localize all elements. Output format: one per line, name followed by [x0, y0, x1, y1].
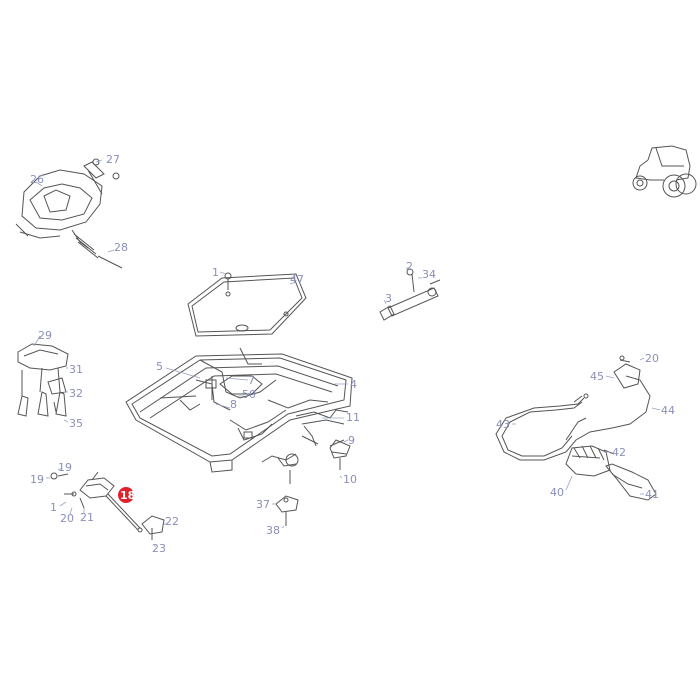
part-29-assembly: [17, 343, 69, 417]
callout-20-right: 20: [645, 352, 659, 365]
callout-19-top: 19: [58, 461, 72, 474]
callout-27: 27: [106, 153, 120, 166]
callout-19-left: 19: [30, 473, 44, 486]
callout-23: 23: [152, 542, 166, 555]
callout-10: 10: [343, 473, 357, 486]
callout-2: 2: [406, 260, 413, 273]
callout-18: 18: [120, 489, 135, 502]
callout-37: 37: [256, 498, 270, 511]
callout-4: 4: [350, 378, 357, 391]
callout-42: 42: [612, 446, 626, 459]
callout-32: 32: [69, 387, 83, 400]
callout-41: 41: [645, 488, 659, 501]
callout-34: 34: [422, 268, 436, 281]
callout-3: 3: [385, 292, 392, 305]
callout-45: 45: [590, 370, 604, 383]
part-9-10-bracket: [301, 435, 351, 470]
tractor-icon: [632, 145, 697, 198]
callout-28: 28: [114, 241, 128, 254]
callout-50: 50: [242, 388, 256, 401]
part-18-lever-assembly: [50, 471, 165, 540]
part-cable-assembly: [495, 355, 657, 501]
callout-38: 38: [266, 524, 280, 537]
part-26-assembly: [15, 158, 123, 269]
callout-22: 22: [165, 515, 179, 528]
callout-1-bottom: 1: [50, 501, 57, 514]
callout-43: 43: [496, 418, 510, 431]
callout-7: 7: [248, 374, 255, 387]
callout-21: 21: [80, 511, 94, 524]
screw-1-top: [224, 272, 232, 290]
part-37-38: [275, 495, 299, 526]
seat-base-frame: [125, 273, 353, 473]
callout-31: 31: [69, 363, 83, 376]
callout-35: 35: [69, 417, 83, 430]
callout-8: 8: [230, 398, 237, 411]
callout-29: 29: [38, 329, 52, 342]
callout-40: 40: [550, 486, 564, 499]
callout-47: 47: [290, 273, 304, 286]
callout-44: 44: [661, 404, 675, 417]
callout-20-left: 20: [60, 512, 74, 525]
callout-18-highlight: 18: [118, 487, 135, 503]
callout-11: 11: [346, 411, 360, 424]
callout-1-top: 1: [212, 266, 219, 279]
callout-5: 5: [156, 360, 163, 373]
callout-9: 9: [348, 434, 355, 447]
part-spring-hardware: [261, 453, 299, 484]
part-2-3-34-cylinder: [379, 268, 441, 321]
callout-26: 26: [30, 173, 44, 186]
